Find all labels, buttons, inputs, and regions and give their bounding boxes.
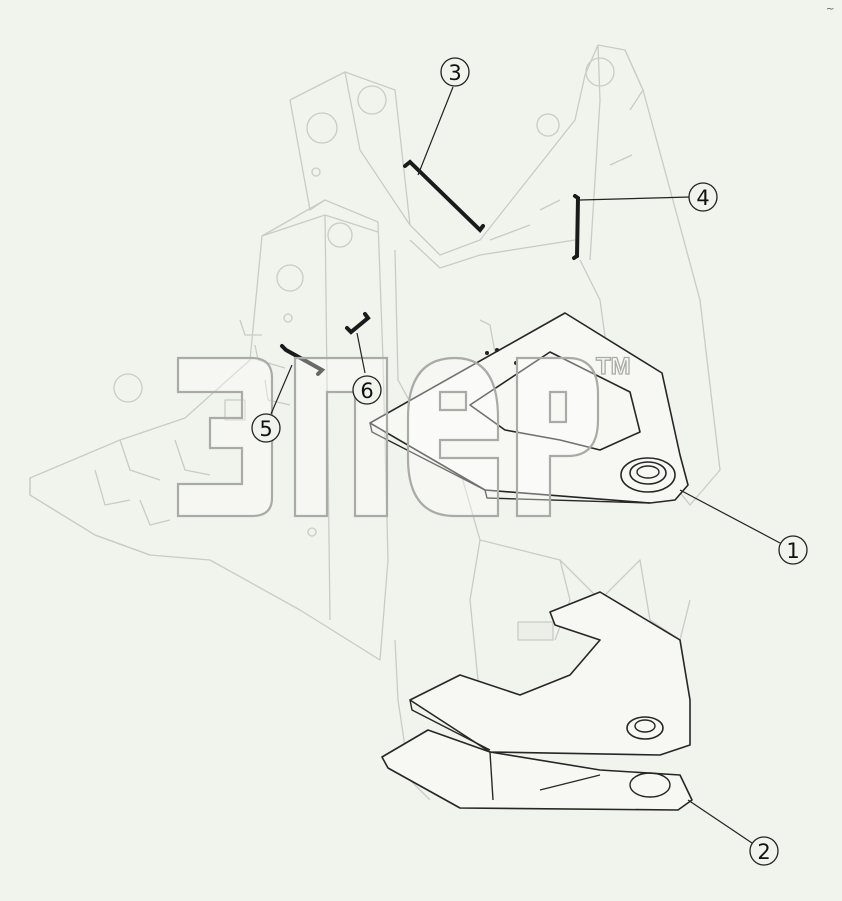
watermark-trademark: TM <box>596 353 631 380</box>
callout-4-label: 4 <box>696 186 709 210</box>
callout-4: 4 <box>688 182 718 212</box>
callout-2: 2 <box>749 836 779 866</box>
callout-3: 3 <box>440 57 470 87</box>
callout-5-label: 5 <box>259 417 272 441</box>
watermark-logo: TM <box>176 352 631 518</box>
callout-1: 1 <box>778 535 808 565</box>
callout-1-label: 1 <box>786 539 799 563</box>
part-2-lower-plate <box>381 591 693 811</box>
callout-6: 6 <box>352 375 382 405</box>
rods <box>280 159 581 376</box>
rod-5 <box>280 344 326 376</box>
rod-3 <box>403 159 485 234</box>
callout-5: 5 <box>251 413 281 443</box>
corner-mark: ~ <box>826 4 834 15</box>
callout-6-label: 6 <box>360 379 373 403</box>
rod-4 <box>572 194 581 260</box>
leader-lines <box>270 86 781 844</box>
rod-6 <box>345 312 371 335</box>
callout-3-label: 3 <box>448 61 461 85</box>
callout-2-label: 2 <box>757 840 770 864</box>
